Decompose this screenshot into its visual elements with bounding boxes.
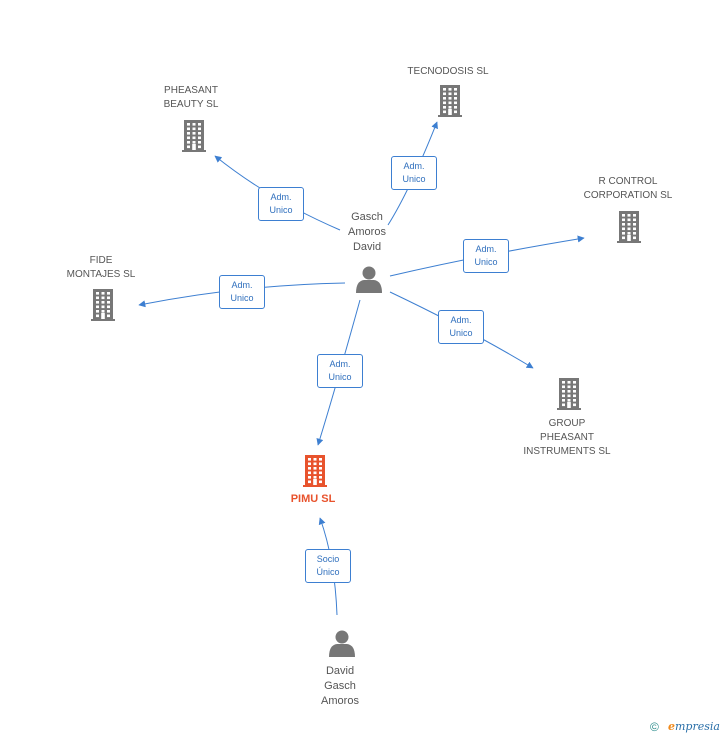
edge-label-gasch-to-pheasant_beauty[interactable]: Adm. Unico: [258, 187, 304, 221]
node-label-gasch[interactable]: Gasch Amoros David: [348, 211, 386, 253]
node-label-tecnodosis[interactable]: TECNODOSIS SL: [407, 66, 489, 77]
building-icon-pheasant_beauty[interactable]: [182, 120, 206, 152]
edge-label-gasch-to-tecnodosis[interactable]: Adm. Unico: [391, 156, 437, 190]
node-label-pheasant_beauty[interactable]: PHEASANT BEAUTY SL: [163, 85, 219, 110]
brand-logo: empresia: [668, 720, 720, 733]
edge-label-gasch-to-group_pheasant[interactable]: Adm. Unico: [438, 310, 484, 344]
edge-label-david-to-pimu[interactable]: Socio Único: [305, 549, 351, 583]
building-icon-r_control[interactable]: [617, 211, 641, 243]
person-icon-gasch[interactable]: [356, 266, 382, 294]
node-label-david[interactable]: David Gasch Amoros: [321, 665, 359, 707]
building-icon-pimu[interactable]: [303, 455, 327, 487]
node-label-fide[interactable]: FIDE MONTAJES SL: [66, 255, 136, 280]
brand-logo-text: mpresia: [675, 720, 720, 733]
edge-label-gasch-to-pimu[interactable]: Adm. Unico: [317, 354, 363, 388]
brand-logo-initial: e: [668, 720, 675, 733]
building-icon-fide[interactable]: [91, 289, 115, 321]
building-icon-tecnodosis[interactable]: [438, 85, 462, 117]
node-label-pimu[interactable]: PIMU SL: [290, 493, 336, 505]
edge-label-gasch-to-r_control[interactable]: Adm. Unico: [463, 239, 509, 273]
copyright-icon: ©: [650, 720, 659, 734]
edge-label-gasch-to-fide[interactable]: Adm. Unico: [219, 275, 265, 309]
node-label-r_control[interactable]: R CONTROL CORPORATION SL: [583, 176, 673, 201]
building-icon-group_pheasant[interactable]: [557, 378, 581, 410]
person-icon-david[interactable]: [329, 630, 355, 658]
node-label-group_pheasant[interactable]: GROUP PHEASANT INSTRUMENTS SL: [523, 418, 611, 457]
